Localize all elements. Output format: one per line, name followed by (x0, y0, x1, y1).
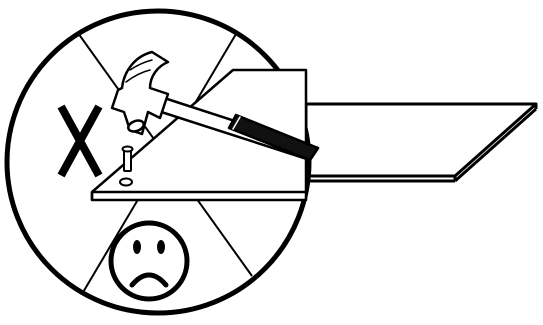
nail-hole (120, 179, 132, 186)
sad-face-icon (111, 223, 187, 299)
nail-icon (123, 147, 133, 172)
board-panel (306, 104, 536, 181)
